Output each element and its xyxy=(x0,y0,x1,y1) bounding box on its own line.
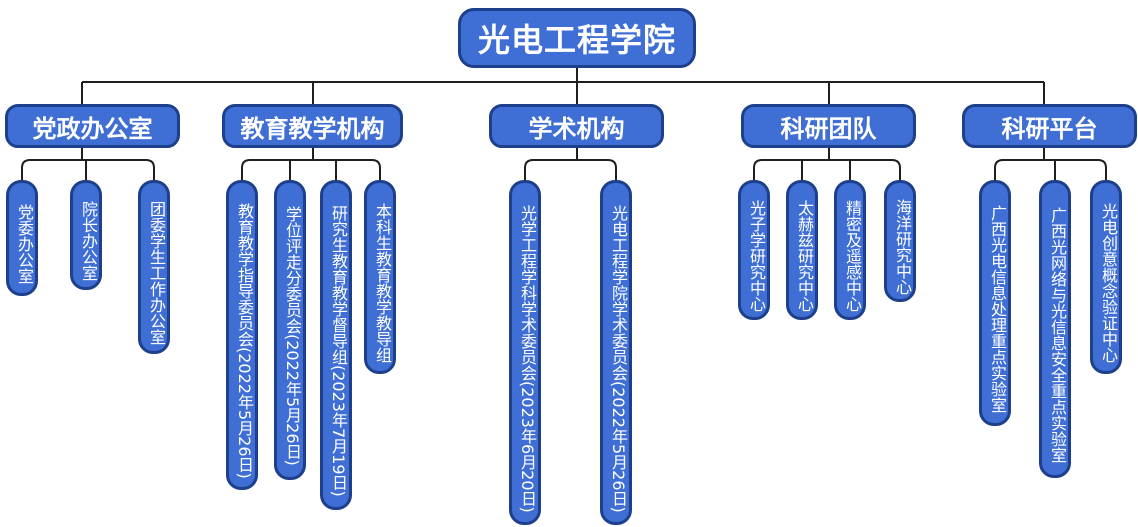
leaf-teaching-guidance-committee: 教育教学指导委员会(2022年5月26日) xyxy=(226,180,258,490)
leaf-date-note: (2022年5月26日) xyxy=(283,334,302,466)
category-academic: 学术机构 xyxy=(489,104,664,148)
leaf-degree-subcommittee: 学位评走分委员会(2022年5月26日) xyxy=(274,180,306,480)
category-label: 教育教学机构 xyxy=(240,114,385,143)
category-party-office: 党政办公室 xyxy=(5,104,180,148)
leaf-label: 光电创意概念验证中心 xyxy=(1099,203,1118,363)
leaf-label: 太赫兹研究中心 xyxy=(795,200,814,312)
leaf-label: 院长办公室 xyxy=(79,201,98,281)
category-label: 学术机构 xyxy=(528,114,625,143)
leaf-label: 光子学研究中心 xyxy=(747,200,766,312)
leaf-date-note: (2023年7月19日) xyxy=(329,365,348,497)
leaf-label: 党委办公室 xyxy=(15,204,34,284)
category-research-teams: 科研团队 xyxy=(741,104,916,148)
leaf-date-note: (2023年6月20日) xyxy=(518,380,537,513)
leaf-label: 研究生教育教学督导组 xyxy=(329,205,348,366)
leaf-concept-verification-center: 光电创意概念验证中心 xyxy=(1090,180,1122,374)
leaf-optical-engineering-academic-committee: 光学工程学科学术委员会(2023年6月20日) xyxy=(509,180,541,525)
leaf-ocean-research-center: 海洋研究中心 xyxy=(884,180,916,302)
leaf-label: 教育教学指导委员会 xyxy=(235,203,254,348)
leaf-label: 光学工程学科学术委员会 xyxy=(518,204,537,381)
leaf-date-note: (2022年5月26日) xyxy=(609,380,628,513)
leaf-youth-league-office: 团委学生工作办公室 xyxy=(138,180,170,354)
leaf-label: 学位评走分委员会 xyxy=(283,206,302,335)
leaf-undergraduate-guidance-group: 本科生教育教学教导组 xyxy=(364,180,396,374)
category-label: 科研团队 xyxy=(780,114,877,143)
leaf-label: 广西光网络与光信息安全重点实验室 xyxy=(1048,207,1067,463)
leaf-label: 本科生教育教学教导组 xyxy=(373,203,392,363)
leaf-label: 精密及遥感中心 xyxy=(843,200,862,312)
leaf-guangxi-optical-network-lab: 广西光网络与光信息安全重点实验室 xyxy=(1039,180,1071,478)
category-label: 党政办公室 xyxy=(32,114,153,143)
leaf-graduate-supervision-group: 研究生教育教学督导组(2023年7月19日) xyxy=(320,180,352,510)
category-education: 教育教学机构 xyxy=(222,104,403,148)
category-research-platforms: 科研平台 xyxy=(962,104,1137,148)
leaf-photonics-center: 光子学研究中心 xyxy=(738,180,770,320)
leaf-precision-remote-sensing-center: 精密及遥感中心 xyxy=(834,180,866,320)
leaf-label: 团委学生工作办公室 xyxy=(147,201,166,345)
leaf-guangxi-optoelectronic-lab: 广西光电信息处理重点实验室 xyxy=(979,180,1011,426)
leaf-college-academic-committee: 光电工程学院学术委员会(2022年5月26日) xyxy=(600,180,632,525)
leaf-label: 海洋研究中心 xyxy=(893,199,912,295)
leaf-label: 光电工程学院学术委员会 xyxy=(609,204,628,381)
leaf-dean-office: 院长办公室 xyxy=(70,180,102,290)
leaf-party-committee-office: 党委办公室 xyxy=(6,180,38,296)
root-title: 光电工程学院 xyxy=(477,21,676,59)
root-node: 光电工程学院 xyxy=(458,8,696,68)
category-label: 科研平台 xyxy=(1001,114,1098,143)
leaf-label: 广西光电信息处理重点实验室 xyxy=(988,205,1007,413)
leaf-date-note: (2022年5月26日) xyxy=(235,347,254,479)
leaf-terahertz-center: 太赫兹研究中心 xyxy=(786,180,818,320)
